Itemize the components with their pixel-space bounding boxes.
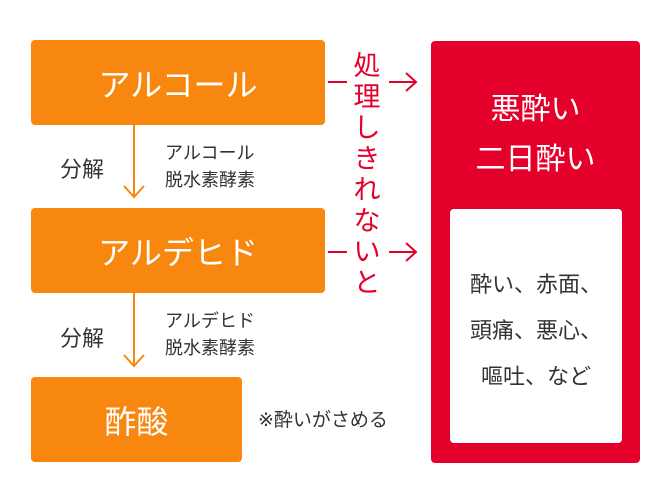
result-title-line1: 悪酔い <box>490 92 581 127</box>
sober-note: ※酔いがさめる <box>258 409 388 431</box>
symptoms-box: 酔い、赤面、 頭痛、悪心、 嘔吐、など <box>450 209 622 443</box>
overflow-char-6: な <box>353 206 381 237</box>
aldehyde-label: アルデヒド <box>98 233 258 272</box>
overflow-char-5: れ <box>353 175 381 206</box>
step1-enzyme: アルコール 脱水素酵素 <box>165 140 255 194</box>
arrow-head-1 <box>123 185 145 199</box>
arrow-head-2 <box>123 354 145 368</box>
aldehyde-box: アルデヒド <box>31 208 325 293</box>
step1-enzyme-line2: 脱水素酵素 <box>165 170 255 191</box>
overflow-char-7: い <box>353 237 381 268</box>
overflow-char-4: き <box>353 144 381 175</box>
red-arrow-head-top <box>405 72 418 92</box>
overflow-char-1: 処 <box>353 51 381 82</box>
step2-enzyme-line1: アルデヒド <box>165 311 255 332</box>
step1-label: 分解 <box>60 158 105 183</box>
alcohol-box: アルコール <box>31 40 325 125</box>
acetic-acid-label: 酢酸 <box>104 402 169 441</box>
result-panel: 悪酔い 二日酔い 酔い、赤面、 頭痛、悪心、 嘔吐、など <box>431 41 640 463</box>
step2-enzyme: アルデヒド 脱水素酵素 <box>165 308 255 362</box>
overflow-char-8: と <box>353 268 381 299</box>
step2-enzyme-line2: 脱水素酵素 <box>165 338 255 359</box>
acetic-acid-box: 酢酸 <box>31 377 242 462</box>
step2-label: 分解 <box>60 327 105 352</box>
alcohol-label: アルコール <box>98 65 258 104</box>
step1-enzyme-line1: アルコール <box>165 143 255 164</box>
overflow-char-2: 理 <box>353 82 381 113</box>
red-arrow-head-bottom <box>405 242 418 262</box>
overflow-char-3: し <box>353 113 381 144</box>
symptom-line-3: 嘔吐、など <box>480 365 591 390</box>
symptom-line-2: 頭痛、悪心、 <box>469 319 602 344</box>
symptom-line-1: 酔い、赤面、 <box>469 273 602 298</box>
result-title-line2: 二日酔い <box>475 142 596 177</box>
